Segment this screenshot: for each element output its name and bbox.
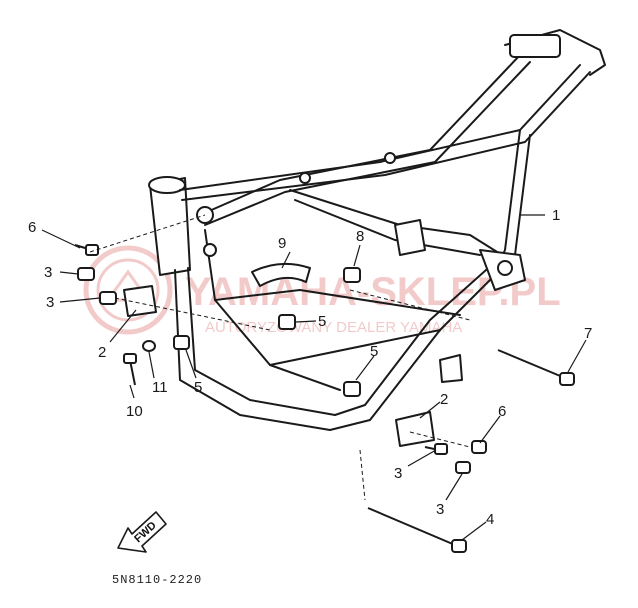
rear-cross-bracket	[509, 34, 561, 58]
callout-5b: 5	[370, 343, 378, 360]
part-6-head-left	[85, 244, 99, 256]
leader-6a	[41, 229, 81, 249]
assembly-lines	[89, 214, 471, 501]
leader-5c	[185, 349, 197, 379]
callout-10: 10	[126, 403, 143, 420]
motorcycle-frame	[148, 29, 606, 431]
watermark-logo-ring	[83, 245, 173, 335]
leader-9	[281, 251, 291, 269]
seat-mount-boss	[384, 152, 396, 164]
lower-bracket	[439, 354, 463, 383]
leader-2b	[419, 401, 441, 419]
upper-gusset	[394, 219, 426, 256]
lower-cross-member	[269, 329, 441, 366]
leader-3b	[59, 297, 101, 303]
part-10-bolt-shank	[129, 359, 136, 386]
lower-cradle-rear-inner	[334, 261, 496, 416]
front-mount-boss-2	[203, 243, 217, 257]
leader-lines	[41, 214, 587, 541]
part-4-bolt-head	[451, 539, 467, 553]
callout-7: 7	[584, 325, 592, 342]
leader-6b	[479, 415, 501, 444]
callout-5a: 5	[318, 313, 326, 330]
front-down-tube-left	[174, 269, 331, 431]
part-5-collar-left	[173, 335, 190, 350]
leader-7	[567, 339, 587, 373]
part-4-long-bolt	[367, 507, 456, 546]
part-3-nut-right-upper	[434, 443, 448, 455]
callout-2a: 2	[98, 344, 106, 361]
lower-cradle-rear	[329, 269, 501, 431]
part-3-nut-lower-left	[99, 291, 117, 305]
part-6-head-right	[471, 440, 487, 454]
callout-labels: 1 9 8 5 5 5 6 3 3 2 10 11 2 6 3 3 7 4	[28, 207, 592, 528]
leader-3c	[407, 449, 437, 467]
part-7-bolt-head	[559, 372, 575, 386]
watermark-tagline: AUTORYZOWANY DEALER YAMAHA	[205, 319, 462, 336]
dash-line-1	[89, 214, 206, 253]
callout-4: 4	[486, 511, 494, 528]
callout-6b: 6	[498, 403, 506, 420]
pivot-hole	[497, 260, 513, 276]
mid-cross-tube	[289, 189, 511, 261]
engine-mount-rail	[214, 289, 461, 316]
tank-mount-boss	[299, 172, 311, 184]
leader-5a	[295, 320, 317, 323]
callout-3b: 3	[46, 294, 54, 311]
callout-11: 11	[152, 379, 168, 396]
rear-down-tube-inner	[514, 134, 531, 256]
part-7-long-bolt	[497, 349, 566, 379]
top-tube-right	[199, 54, 521, 216]
callout-5c: 5	[194, 379, 202, 396]
dash-line-2	[114, 297, 271, 331]
fwd-arrow-icon	[117, 511, 167, 553]
part-9-guard	[251, 262, 311, 287]
dash-line-3	[359, 449, 366, 501]
part-2-bracket-left	[123, 285, 157, 317]
part-8-nut	[343, 267, 361, 283]
fwd-arrow: FWD	[117, 511, 167, 553]
leader-3d	[445, 473, 463, 501]
leader-4	[461, 521, 487, 541]
leader-8	[353, 244, 361, 267]
part-5-collar-upper	[278, 314, 296, 330]
callout-6a: 6	[28, 219, 36, 236]
front-down-tube-left-inner	[187, 267, 336, 416]
dash-line-4	[409, 431, 471, 448]
leader-2a	[109, 309, 137, 343]
diagram-code: 5N8110-2220	[112, 573, 202, 587]
callout-2b: 2	[440, 391, 448, 408]
part-3-nut-upper-left	[77, 267, 95, 281]
leader-5b	[355, 355, 375, 381]
part-2-bracket-right	[395, 411, 435, 447]
top-tube-left	[179, 64, 581, 191]
mid-cross-tube-inner	[294, 199, 481, 256]
callout-3a: 3	[44, 264, 52, 281]
part-5-collar-lower	[343, 381, 361, 397]
callout-3d: 3	[436, 501, 444, 518]
top-tube-right-inner	[204, 61, 531, 226]
part-10-bolt-head	[123, 353, 137, 364]
steering-head-top	[148, 176, 186, 194]
part-11-washer	[142, 340, 156, 352]
leader-10	[129, 384, 135, 399]
callout-9: 9	[278, 235, 286, 252]
callout-3c: 3	[394, 465, 402, 482]
part-3-nut-right-lower	[455, 461, 471, 474]
top-tube-left-inner	[181, 71, 591, 201]
leader-11	[148, 351, 155, 379]
callout-1: 1	[552, 207, 560, 224]
leader-3a	[59, 271, 79, 275]
loose-parts	[74, 244, 575, 553]
front-down-tube-right	[204, 229, 341, 391]
callout-8: 8	[356, 228, 364, 245]
